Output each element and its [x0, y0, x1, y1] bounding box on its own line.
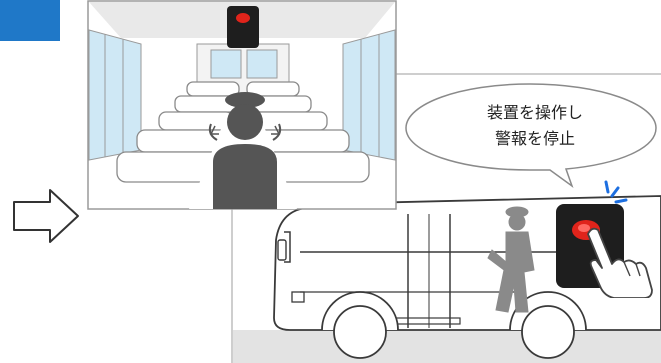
corner-tab: [0, 0, 60, 41]
speech-bubble-text: 装置を操作し 警報を停止: [410, 100, 660, 152]
alarm-button-icon: [227, 6, 259, 48]
right-arrow-icon: [13, 189, 79, 243]
speech-bubble: [405, 83, 657, 189]
driver-back-figure: [208, 92, 282, 209]
alarm-device-press: [556, 180, 653, 298]
speech-line-2: 警報を停止: [494, 129, 575, 148]
press-indicator-marks: [604, 180, 628, 204]
pointing-hand-icon: [587, 227, 653, 298]
walking-driver-figure: [487, 206, 535, 313]
speech-line-1: 装置を操作し: [486, 103, 583, 122]
bus-interior-scene: [87, 0, 397, 210]
